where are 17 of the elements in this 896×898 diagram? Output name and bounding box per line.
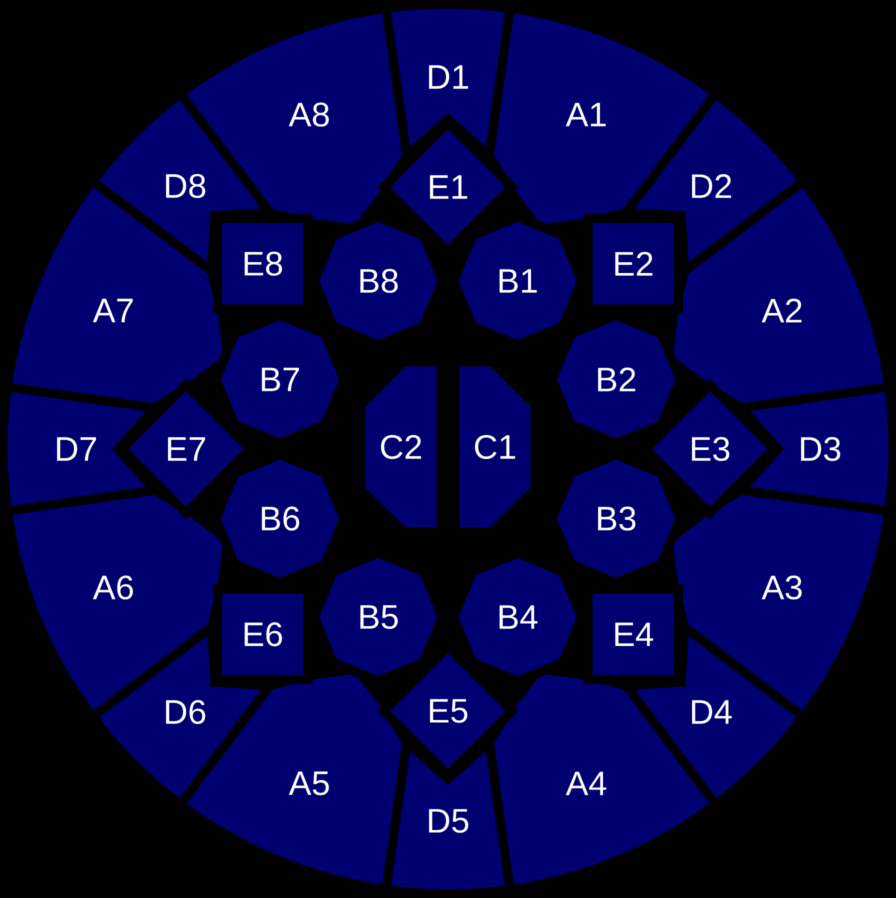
node-label: D5 [429, 809, 468, 833]
segment: E8 [213, 214, 312, 314]
segment: E4 [584, 584, 683, 684]
node-label: D3 [801, 436, 840, 462]
segment: C1 [450, 358, 540, 536]
node-label: E5 [430, 699, 468, 723]
node-label: A2 [762, 298, 802, 322]
node-label: D2 [692, 174, 732, 198]
node-label: D4 [692, 700, 732, 724]
node-label: E3 [692, 436, 730, 462]
segment: C2 [356, 358, 446, 536]
node-label: D6 [166, 700, 206, 724]
segment: E2 [584, 214, 683, 314]
node-label: A5 [288, 772, 329, 796]
node-label: A4 [566, 772, 606, 796]
node-label: A3 [762, 575, 802, 600]
segment: E6 [213, 584, 312, 684]
